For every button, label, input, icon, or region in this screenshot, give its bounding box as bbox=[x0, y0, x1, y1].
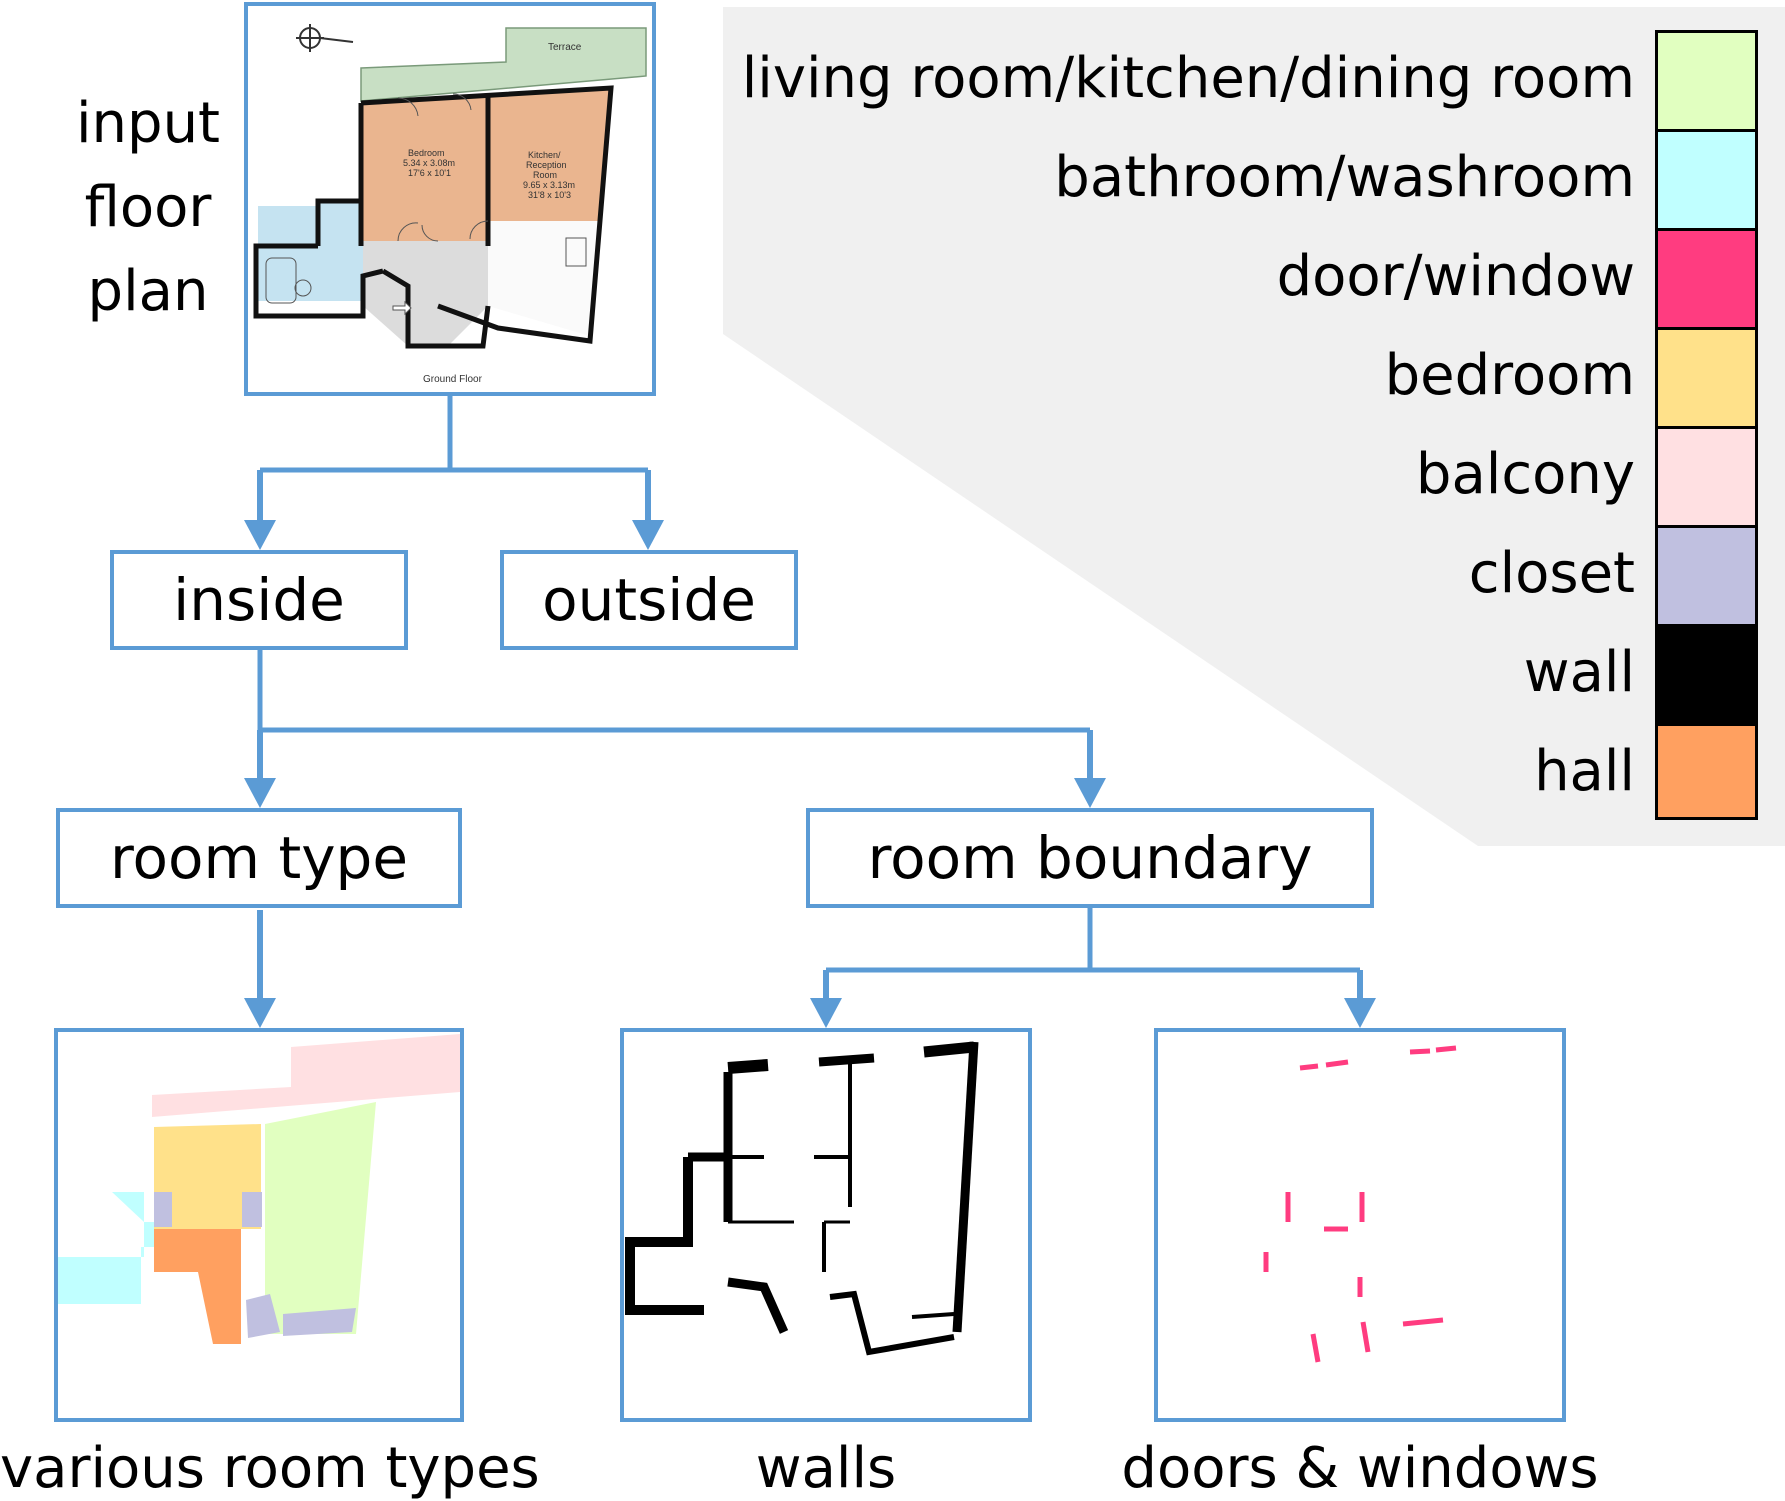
legend-label-closet: closet bbox=[1468, 541, 1635, 606]
doors-windows-caption: doors & windows bbox=[1121, 1436, 1599, 1501]
bedroom-label-3: 17'6 x 10'1 bbox=[408, 168, 451, 178]
bedroom-label-1: Bedroom bbox=[408, 148, 445, 158]
input-floor-plan-image: Terrace Bedroom 5.34 x 3.08m 17'6 x 1 bbox=[253, 24, 647, 385]
bedroom-area bbox=[363, 96, 488, 241]
terrace-label: Terrace bbox=[548, 42, 582, 53]
room-boundary-node-label: room boundary bbox=[867, 824, 1313, 892]
inside-node: inside bbox=[110, 550, 408, 650]
input-label-line-2: floor bbox=[84, 175, 212, 240]
room-types-caption: various room types bbox=[0, 1436, 540, 1501]
legend-label-door-window: door/window bbox=[1276, 244, 1635, 309]
kitchen-label-3: Room bbox=[533, 170, 557, 180]
legend-label-balcony: balcony bbox=[1415, 442, 1635, 507]
kitchen-label-1: Kitchen/ bbox=[528, 150, 561, 160]
shower-area bbox=[318, 201, 363, 241]
legend-label-living: living room/kitchen/dining room bbox=[741, 46, 1635, 111]
legend-swatch-door-window bbox=[1658, 228, 1755, 327]
legend-color-bar bbox=[1655, 30, 1758, 820]
legend-label-bathroom: bathroom/washroom bbox=[1054, 145, 1635, 210]
walls-panel bbox=[620, 1028, 1032, 1422]
legend-swatch-hall bbox=[1658, 723, 1755, 817]
room-type-node-label: room type bbox=[109, 824, 409, 892]
legend-swatch-wall bbox=[1658, 624, 1755, 723]
legend: living room/kitchen/dining room bathroom… bbox=[740, 30, 1758, 820]
kitchen-area bbox=[488, 88, 611, 221]
legend-label-hall: hall bbox=[1534, 739, 1635, 804]
legend-swatch-balcony bbox=[1658, 426, 1755, 525]
room-types-image bbox=[58, 1034, 460, 1344]
kitchen-white bbox=[488, 221, 600, 336]
legend-label-wall: wall bbox=[1523, 640, 1635, 705]
inside-node-label: inside bbox=[173, 566, 345, 634]
room-type-node: room type bbox=[56, 808, 462, 908]
input-label: input floor plan bbox=[58, 82, 238, 334]
legend-labels: living room/kitchen/dining room bathroom… bbox=[740, 30, 1635, 820]
walls-image bbox=[625, 1041, 979, 1356]
input-floor-plan-panel: Terrace Bedroom 5.34 x 3.08m 17'6 x 1 bbox=[244, 2, 656, 396]
legend-label-bedroom: bedroom bbox=[1384, 343, 1635, 408]
legend-swatch-bedroom bbox=[1658, 327, 1755, 426]
kitchen-label-2: Reception bbox=[526, 160, 567, 170]
outside-node-label: outside bbox=[542, 566, 756, 634]
bedroom-label-2: 5.34 x 3.08m bbox=[403, 158, 455, 168]
legend-swatch-closet bbox=[1658, 525, 1755, 624]
walls-caption: walls bbox=[755, 1436, 897, 1501]
outside-node: outside bbox=[500, 550, 798, 650]
kitchen-label-5: 31'8 x 10'3 bbox=[528, 190, 571, 200]
floor-plan-footer: Ground Floor bbox=[423, 374, 483, 385]
compass-icon bbox=[296, 24, 354, 52]
kitchen-label-4: 9.65 x 3.13m bbox=[523, 180, 575, 190]
room-types-panel bbox=[54, 1028, 464, 1422]
room-boundary-node: room boundary bbox=[806, 808, 1374, 908]
hall-area bbox=[363, 241, 488, 346]
doors-windows-panel bbox=[1154, 1028, 1566, 1422]
legend-swatch-bathroom bbox=[1658, 129, 1755, 228]
input-label-line-3: plan bbox=[87, 259, 209, 324]
input-label-line-1: input bbox=[75, 91, 221, 156]
doors-windows-image bbox=[1263, 1045, 1457, 1363]
legend-swatch-living bbox=[1658, 33, 1755, 132]
